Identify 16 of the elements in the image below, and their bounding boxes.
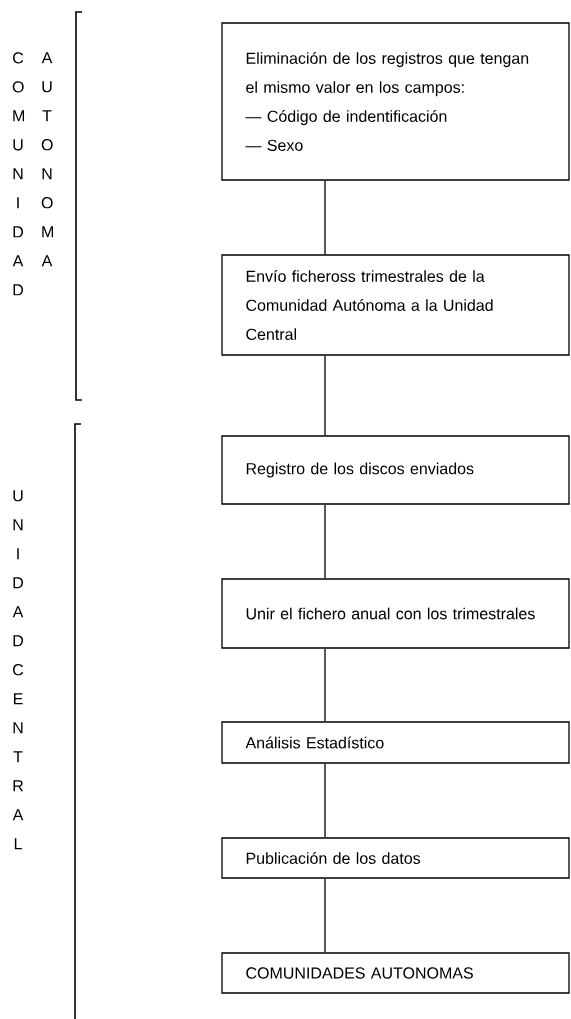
connector-line: [324, 763, 326, 838]
vertical-label: COMUNIDAD: [12, 52, 24, 296]
process-box: Análisis Estadístico: [221, 721, 570, 764]
connector-line: [324, 878, 326, 953]
connector-line: [324, 648, 326, 722]
process-box: Envío ficheross trimestrales de la Comunidad Autónoma a la Unidad Central: [221, 254, 570, 356]
connector-line: [324, 355, 326, 436]
connector-line: [324, 504, 326, 579]
process-box: Eliminación de los registros que tengan el mismo valor en los campos: — Código de indentificación — Sexo: [221, 22, 570, 181]
process-box: Publicación de los datos: [221, 837, 570, 879]
process-box: Registro de los discos enviados: [221, 435, 570, 505]
connector-line: [324, 180, 326, 255]
vertical-label: UNIDAD CENTRAL: [12, 490, 24, 850]
vertical-label: AUTONOMA: [41, 52, 53, 267]
process-box: COMUNIDADES AUTONOMAS: [221, 952, 570, 994]
process-box: Unir el fichero anual con los trimestrales: [221, 578, 570, 649]
